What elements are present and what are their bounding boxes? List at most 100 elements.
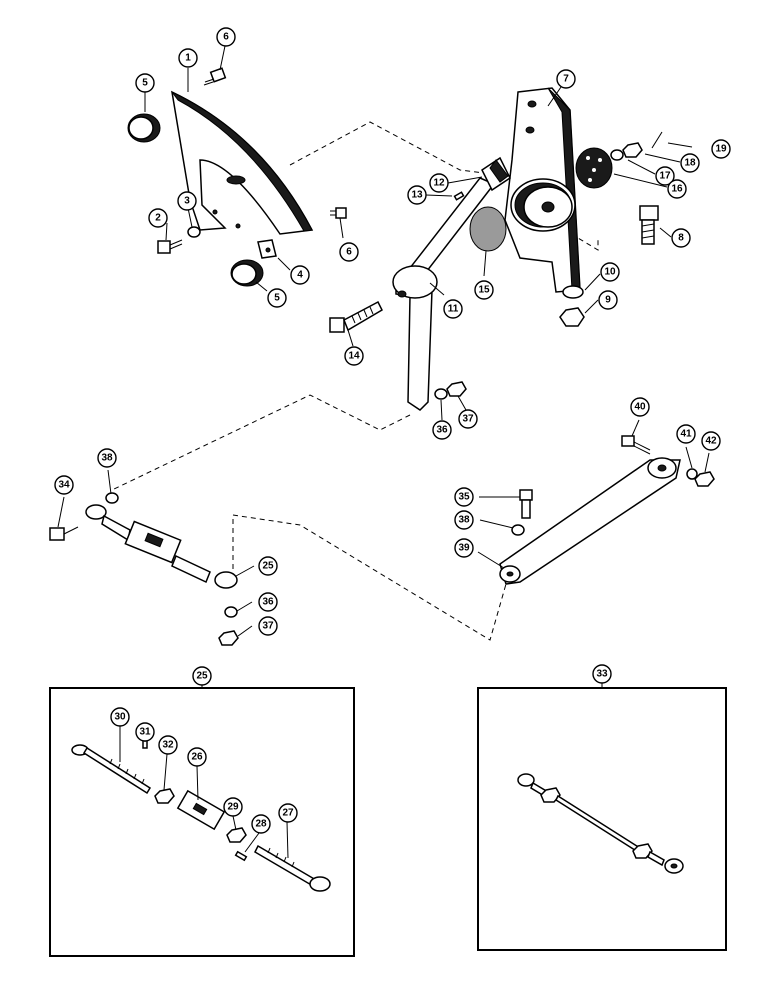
callout-30: 30 [110, 707, 130, 727]
inset-25-title: 25 [192, 666, 212, 686]
sector-plate [171, 90, 314, 235]
knob [127, 113, 161, 143]
svg-text:11: 11 [448, 304, 459, 315]
cotter-pin [651, 131, 663, 149]
callout-39: 39 [454, 538, 474, 558]
nut [622, 142, 643, 158]
svg-text:17: 17 [659, 171, 671, 182]
svg-text:14: 14 [348, 351, 360, 362]
callout-14: 14 [344, 346, 364, 366]
svg-text:16: 16 [671, 184, 683, 195]
callout-8: 8 [671, 228, 691, 248]
svg-text:12: 12 [433, 178, 445, 189]
rod-assembly [49, 504, 238, 589]
svg-text:34: 34 [58, 480, 70, 491]
bolt [621, 435, 651, 455]
leader-lines [57, 45, 710, 637]
callout-5-top: 5 [135, 73, 155, 93]
callout-12: 12 [429, 173, 449, 193]
svg-text:10: 10 [604, 267, 616, 278]
assembly-line [111, 394, 411, 491]
svg-text:13: 13 [411, 190, 423, 201]
svg-text:36: 36 [436, 425, 448, 436]
callout-18: 18 [680, 153, 700, 173]
callout-15: 15 [474, 280, 494, 300]
clip [257, 239, 277, 259]
callout-27: 27 [278, 803, 298, 823]
svg-text:37: 37 [462, 414, 474, 425]
lock-washer [562, 285, 584, 299]
callout-26: 26 [187, 747, 207, 767]
handle-grip [481, 156, 511, 192]
svg-text:39: 39 [458, 543, 470, 554]
turnbuckle [176, 789, 226, 831]
callout-1: 1 [178, 48, 198, 68]
callout-34: 34 [54, 475, 74, 495]
callout-40: 40 [630, 397, 650, 417]
svg-text:6: 6 [346, 247, 352, 258]
svg-text:26: 26 [191, 752, 203, 763]
svg-text:35: 35 [458, 492, 470, 503]
svg-text:36: 36 [262, 597, 274, 608]
callout-31: 31 [135, 722, 155, 742]
control-arm [499, 457, 681, 585]
callout-4: 4 [290, 265, 310, 285]
callout-37-upper: 37 [458, 409, 478, 429]
assembly-line [232, 514, 511, 641]
callout-37-lower: 37 [258, 616, 278, 636]
callout-13: 13 [407, 185, 427, 205]
callout-5-bottom: 5 [267, 288, 287, 308]
callout-11: 11 [443, 299, 463, 319]
callout-32: 32 [158, 735, 178, 755]
svg-text:5: 5 [142, 78, 148, 89]
nut [559, 307, 585, 327]
rod-end-threaded [71, 744, 152, 795]
svg-text:19: 19 [715, 144, 727, 155]
nut [446, 381, 467, 397]
nut [154, 788, 175, 804]
svg-text:41: 41 [680, 429, 692, 440]
callout-41: 41 [676, 424, 696, 444]
svg-text:6: 6 [223, 32, 229, 43]
svg-text:29: 29 [227, 802, 239, 813]
screw [330, 207, 347, 219]
callout-9: 9 [598, 290, 618, 310]
svg-text:3: 3 [184, 196, 190, 207]
inset-25: 25 [49, 666, 355, 957]
rod-end-threaded [254, 844, 331, 892]
callout-2: 2 [148, 208, 168, 228]
washer [224, 606, 238, 618]
inset-33-title: 33 [592, 664, 612, 684]
svg-text:18: 18 [684, 158, 696, 169]
svg-text:9: 9 [605, 295, 611, 306]
callout-6-top: 6 [216, 27, 236, 47]
callout-38-right: 38 [454, 510, 474, 530]
callout-7: 7 [556, 69, 576, 89]
svg-text:5: 5 [274, 293, 280, 304]
callout-3: 3 [177, 191, 197, 211]
svg-text:33: 33 [596, 669, 608, 680]
friction-disc [469, 206, 507, 252]
carriage-bolt [329, 300, 383, 333]
washer [511, 524, 525, 536]
nut [694, 471, 715, 487]
svg-text:40: 40 [634, 402, 646, 413]
bolt [639, 205, 659, 245]
callout-36-upper: 36 [432, 420, 452, 440]
callout-6-right: 6 [339, 242, 359, 262]
svg-text:15: 15 [478, 285, 490, 296]
washer [187, 226, 201, 238]
callout-35: 35 [454, 487, 474, 507]
svg-text:8: 8 [678, 233, 684, 244]
svg-text:25: 25 [262, 561, 274, 572]
svg-text:25: 25 [196, 671, 208, 682]
washer [434, 388, 448, 400]
svg-text:37: 37 [262, 621, 274, 632]
bolt [519, 489, 533, 519]
svg-text:38: 38 [458, 515, 470, 526]
washer [686, 468, 698, 480]
screw [203, 67, 227, 86]
callout-17: 17 [655, 166, 675, 186]
svg-text:32: 32 [162, 740, 174, 751]
